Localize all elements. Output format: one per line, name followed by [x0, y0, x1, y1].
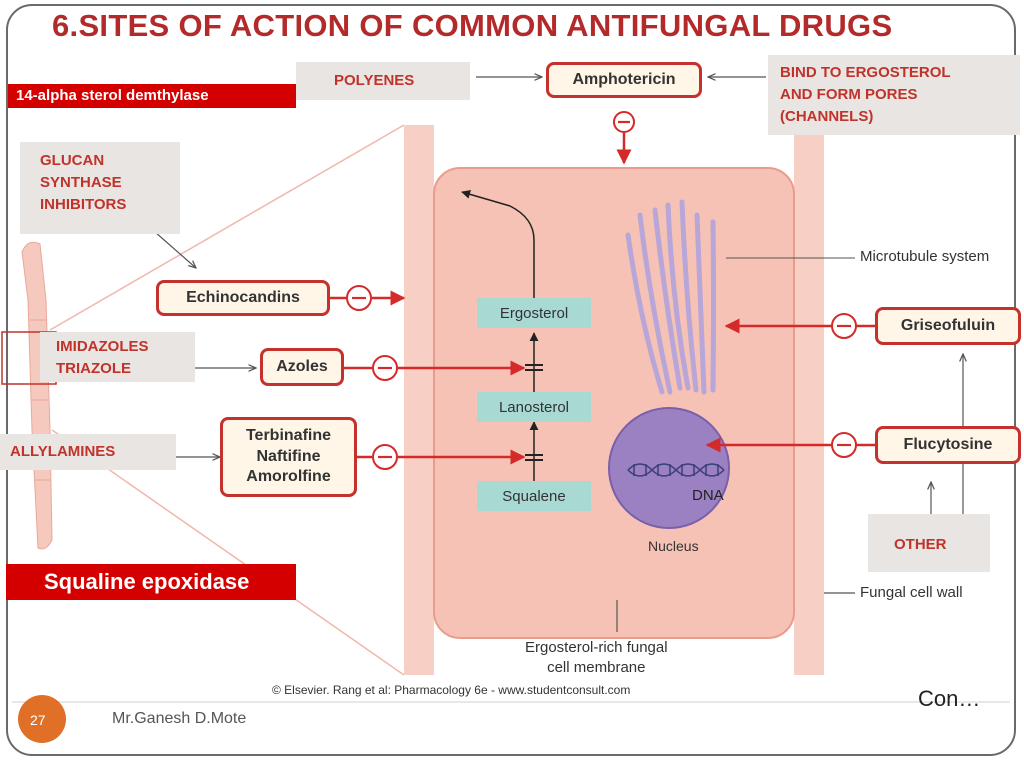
allylamine-drugs-box: Terbinafine Naftifine Amorolfine [220, 417, 357, 497]
azoles-class-label: IMIDAZOLES TRIAZOLE [40, 332, 195, 382]
magnify-line-top [49, 124, 405, 331]
dna-label: DNA [692, 487, 724, 504]
demethylase-enzyme-tag: 14-alpha sterol demthylase [8, 84, 296, 108]
glucan-synthase-inhibitors-label: GLUCAN SYNTHASE INHIBITORS [20, 142, 180, 234]
glucan-line-3: INHIBITORS [40, 195, 127, 213]
glucan-line-2: SYNTHASE [40, 173, 122, 191]
nucleus-label: Nucleus [648, 538, 699, 554]
griseofulvin-box: Griseofuluin [875, 307, 1021, 345]
cell-wall-left [404, 125, 434, 675]
cell-wall-right [794, 125, 824, 675]
mechanism-line-2: AND FORM PORES [780, 85, 918, 103]
amorolfine-text: Amorolfine [246, 468, 331, 486]
mechanism-line-3: (CHANNELS) [780, 107, 874, 125]
ergosterol-box: Ergosterol [477, 298, 591, 328]
allylamines-label: ALLYLAMINES [0, 434, 176, 470]
azoles-box: Azoles [260, 348, 344, 386]
source-credit: © Elsevier. Rang et al: Pharmacology 6e … [272, 683, 631, 697]
amphotericin-box: Amphotericin [546, 62, 702, 98]
cell-wall-label: Fungal cell wall [860, 584, 963, 601]
slide-title: 6.SITES OF ACTION OF COMMON ANTIFUNGAL D… [52, 8, 893, 43]
page-number-badge [18, 695, 66, 743]
triazole-line: TRIAZOLE [56, 359, 131, 377]
membrane-line-2: cell membrane [547, 658, 646, 676]
nucleus-circle [608, 407, 730, 529]
fungal-cell [433, 167, 795, 639]
mechanism-line-1: BIND TO ERGOSTEROL [780, 64, 951, 81]
continued-label: Con… [918, 686, 981, 711]
polyenes-label: POLYENES [296, 62, 470, 100]
page-number: 27 [30, 712, 46, 728]
imidazoles-line: IMIDAZOLES [56, 338, 149, 355]
terbinafine-text: Terbinafine [245, 426, 332, 444]
magnify-line-bottom [51, 429, 405, 676]
epoxidase-enzyme-tag: Squaline epoxidase [6, 564, 296, 600]
microtubule-label: Microtubule system [860, 248, 990, 265]
lanosterol-box: Lanosterol [477, 392, 591, 422]
ergosterol-to-membrane-arrow [461, 189, 535, 298]
author-name: Mr.Ganesh D.Mote [112, 710, 247, 727]
membrane-label: Ergosterol-rich fungal cell membrane [525, 638, 668, 677]
echinocandins-box: Echinocandins [156, 280, 330, 316]
other-label: OTHER [868, 514, 990, 572]
squalene-box: Squalene [477, 481, 591, 511]
slide-frame [6, 4, 1016, 756]
microtubule-bundle [625, 199, 716, 395]
membrane-line-1: Ergosterol-rich fungal [525, 639, 668, 656]
flucytosine-box: Flucytosine [875, 426, 1021, 464]
glucan-line-1: GLUCAN [40, 152, 105, 169]
dna-helix [627, 463, 725, 477]
naftifine-text: Naftifine [256, 447, 321, 465]
mechanism-label: BIND TO ERGOSTEROL AND FORM PORES (CHANN… [768, 55, 1020, 135]
fungal-hypha-illustration [21, 241, 53, 550]
